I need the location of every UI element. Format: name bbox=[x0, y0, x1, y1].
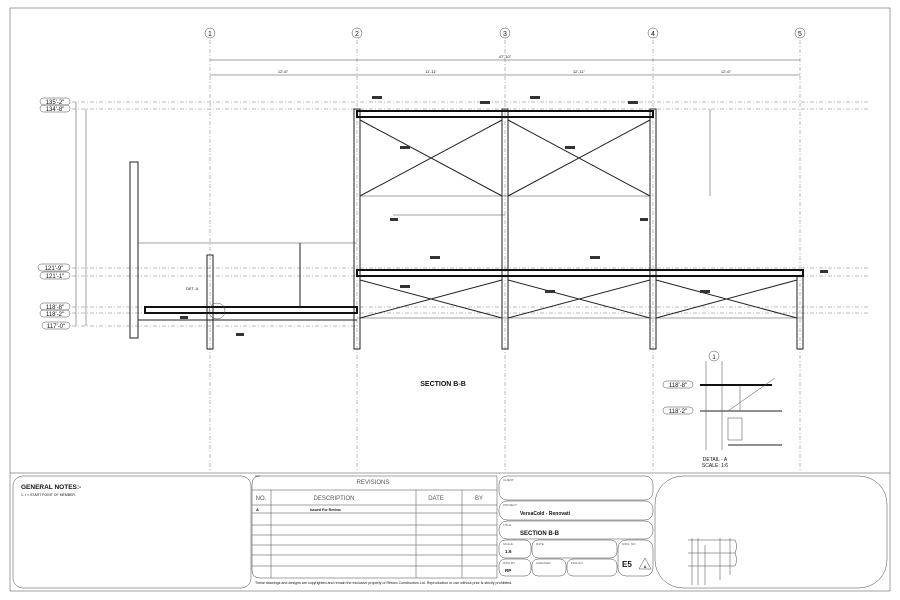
svg-text:DATE: DATE bbox=[428, 496, 444, 502]
grid-bubble-4: 4 bbox=[647, 27, 659, 39]
detail-callout: DET. A bbox=[186, 286, 199, 291]
general-notes-title: GENERAL NOTES:- bbox=[21, 484, 81, 491]
key-plan-panel bbox=[654, 475, 888, 589]
drawing-number: E5 bbox=[622, 560, 632, 569]
svg-text:47'-10": 47'-10" bbox=[499, 54, 512, 59]
svg-text:FILE NO.: FILE NO. bbox=[571, 561, 584, 565]
svg-text:12'-6": 12'-6" bbox=[721, 69, 732, 74]
svg-text:135'-2": 135'-2" bbox=[46, 100, 65, 106]
svg-text:118'-2": 118'-2" bbox=[46, 312, 64, 318]
detail-a: 1 118'-8" 118'-2" DETAIL - A SCALE: 1:6 bbox=[662, 350, 782, 469]
svg-text:DESCRIPTION: DESCRIPTION bbox=[313, 496, 354, 502]
svg-text:121'-1": 121'-1" bbox=[46, 274, 65, 280]
svg-text:2: 2 bbox=[355, 31, 359, 38]
svg-text:134'-8": 134'-8" bbox=[46, 107, 65, 113]
sheet-border bbox=[9, 7, 891, 592]
svg-text:118'-8": 118'-8" bbox=[669, 383, 687, 389]
grid-lines bbox=[209, 40, 801, 470]
general-notes-panel: GENERAL NOTES:- 1. • = START POINT OF ME… bbox=[12, 475, 252, 589]
elevation-tag: 121'-9" bbox=[37, 263, 71, 272]
svg-text:RP: RP bbox=[505, 568, 511, 573]
svg-text:TITLE: TITLE bbox=[503, 523, 511, 527]
svg-text:4: 4 bbox=[651, 31, 655, 38]
copyright-notice: These drawings and designs are copyright… bbox=[255, 581, 512, 585]
project-info: CLIENT PROJECT VersaCold - Renovati TITL… bbox=[498, 475, 654, 577]
key-plan-thumbnail bbox=[688, 538, 737, 585]
elevation-tag: 134'-8" bbox=[39, 104, 71, 113]
svg-text:1:6: 1:6 bbox=[505, 549, 512, 554]
svg-text:REVISIONS: REVISIONS bbox=[357, 480, 390, 486]
svg-text:CHECKED: CHECKED bbox=[536, 561, 552, 565]
elevation-tag: 121'-1" bbox=[39, 271, 71, 280]
grid-bubble-3: 3 bbox=[499, 27, 511, 39]
span-dimensions: 12'-6" 11'-11" 12'-11" 12'-6" bbox=[210, 69, 800, 76]
svg-text:SCALE: SCALE bbox=[503, 542, 513, 546]
svg-text:12'-6": 12'-6" bbox=[278, 69, 289, 74]
svg-text:3: 3 bbox=[503, 31, 507, 38]
svg-text:117'-0": 117'-0" bbox=[47, 324, 65, 330]
revision-no: A bbox=[256, 507, 259, 512]
elevation-tag: 117'-0" bbox=[41, 321, 71, 330]
general-note-item: 1. • = START POINT OF MEMBER. bbox=[21, 493, 76, 497]
grid-bubble-2: 2 bbox=[351, 27, 363, 39]
svg-text:DETAIL - A: DETAIL - A bbox=[703, 457, 728, 463]
title-value: SECTION B-B bbox=[520, 531, 560, 537]
elevation-tag: 118'-2" bbox=[39, 309, 71, 318]
svg-text:12'-11": 12'-11" bbox=[573, 69, 586, 74]
svg-text:121'-9": 121'-9" bbox=[45, 266, 64, 272]
svg-text:11'-11": 11'-11" bbox=[425, 69, 437, 74]
svg-text:5: 5 bbox=[798, 31, 802, 38]
svg-text:118'-8": 118'-8" bbox=[46, 305, 64, 311]
grid-bubble-1: 1 bbox=[204, 27, 216, 39]
revision-triangle-icon bbox=[638, 557, 652, 570]
revisions-table: REVISIONS NO. DESCRIPTION DATE BY A Issu… bbox=[251, 475, 498, 579]
steel-frame bbox=[129, 108, 804, 350]
svg-text:CLIENT: CLIENT bbox=[503, 478, 514, 482]
project-value: VersaCold - Renovati bbox=[520, 511, 571, 517]
section-title: SECTION B-B bbox=[420, 381, 466, 388]
revision-description: Issued For Review bbox=[310, 508, 341, 512]
svg-text:DWG. NO.: DWG. NO. bbox=[622, 542, 636, 546]
detail-callout-circle bbox=[208, 302, 226, 320]
member-tags bbox=[180, 96, 828, 336]
svg-text:PROJECT: PROJECT bbox=[503, 503, 517, 507]
svg-text:118'-2": 118'-2" bbox=[669, 409, 687, 415]
svg-text:NO.: NO. bbox=[256, 496, 267, 502]
svg-text:DATE: DATE bbox=[536, 542, 544, 546]
svg-text:A: A bbox=[644, 565, 647, 569]
svg-text:BY: BY bbox=[475, 496, 483, 502]
svg-text:SCALE: 1:6: SCALE: 1:6 bbox=[702, 463, 728, 469]
overall-dimension: 47'-10" bbox=[210, 54, 800, 61]
svg-text:1: 1 bbox=[712, 355, 716, 361]
grid-bubble-5: 5 bbox=[794, 27, 806, 39]
svg-text:1: 1 bbox=[208, 31, 212, 38]
svg-text:DWG BY: DWG BY bbox=[503, 561, 515, 565]
